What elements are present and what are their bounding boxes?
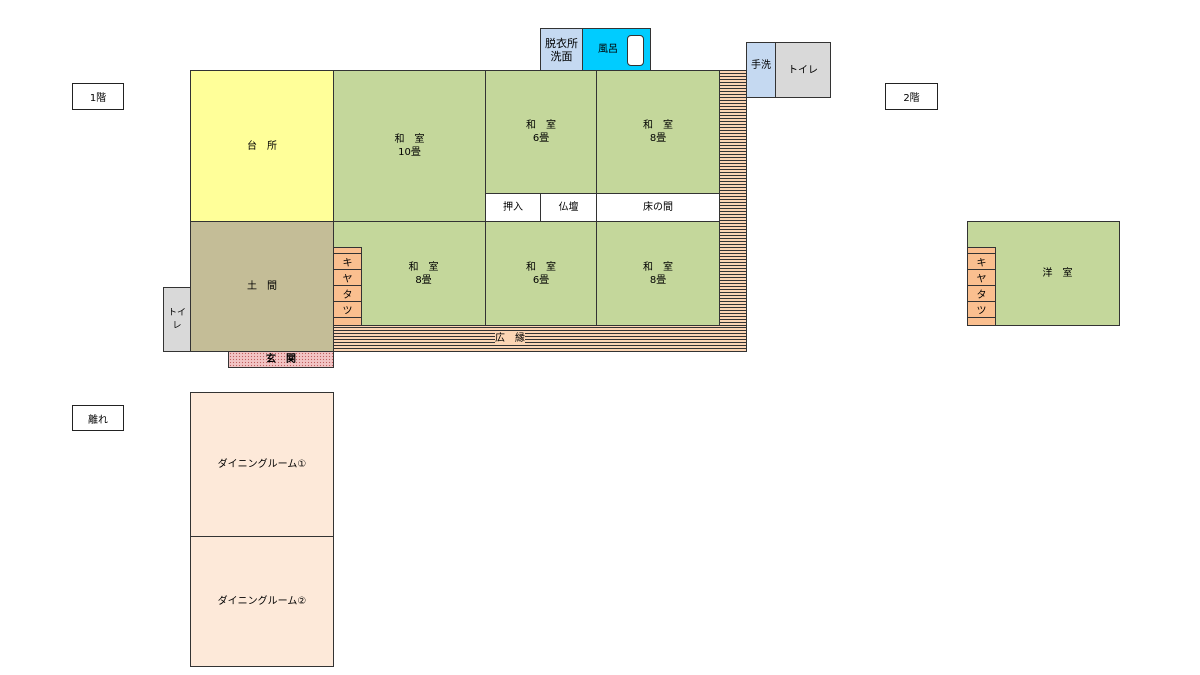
bath-label: 風呂 xyxy=(598,44,618,55)
room-name: 和 室 xyxy=(394,134,425,145)
room-washitsu-8-top: 和 室 8畳 xyxy=(596,70,720,194)
room-name: 和 室 xyxy=(526,261,556,273)
floor-label-2f: 2階 xyxy=(885,83,938,110)
stair-step: ヤ xyxy=(968,270,995,286)
room-youshitsu: 洋 室 xyxy=(967,221,1120,326)
room-size: 6畳 xyxy=(532,133,550,144)
floor-label-1f: 1階 xyxy=(72,83,124,110)
stair-step: タ xyxy=(334,286,361,302)
room-size: 10畳 xyxy=(398,147,421,158)
stair-step: ツ xyxy=(968,302,995,318)
stair-step xyxy=(334,248,361,254)
veranda-right xyxy=(719,70,747,326)
stair-step xyxy=(968,318,995,326)
bathtub-icon xyxy=(627,35,644,66)
room-kitchen: 台 所 xyxy=(190,70,334,222)
stair-step: ヤ xyxy=(334,270,361,286)
room-size: 8畳 xyxy=(649,274,667,286)
room-size: 8畳 xyxy=(415,274,432,286)
room-tearai: 手洗 xyxy=(746,42,776,98)
room-toilet-right: トイレ xyxy=(775,42,831,98)
room-hiroen: 広 縁 xyxy=(333,325,747,352)
room-name: 和 室 xyxy=(643,261,673,273)
stair-step: ツ xyxy=(334,302,361,318)
room-doma: 土 間 xyxy=(190,221,334,352)
room-butsudan: 仏壇 xyxy=(540,193,597,222)
hiroen-label: 広 縁 xyxy=(495,332,525,345)
room-tokonoma: 床の間 xyxy=(596,193,720,222)
stairs-1f: キヤタツ xyxy=(333,247,362,326)
room-name: 和 室 xyxy=(526,120,556,131)
room-dining-1: ダイニングルーム① xyxy=(190,392,334,537)
room-genkan: 玄 関 xyxy=(228,351,334,368)
room-oshiire: 押入 xyxy=(485,193,541,222)
room-toilet-left: トイレ xyxy=(163,287,191,352)
room-dining-2: ダイニングルーム② xyxy=(190,536,334,667)
room-name: 和 室 xyxy=(643,120,673,131)
stair-step xyxy=(334,318,361,326)
stair-step: キ xyxy=(334,254,361,270)
room-datsuijo: 脱衣所 洗面 xyxy=(540,28,583,71)
room-washitsu-6-top: 和 室 6畳 xyxy=(485,70,597,194)
stair-step xyxy=(968,248,995,254)
floor-label-annex: 離れ xyxy=(72,405,124,431)
stair-step: タ xyxy=(968,286,995,302)
room-size: 6畳 xyxy=(532,274,550,286)
room-name: 和 室 xyxy=(408,261,439,273)
room-name: 洋 室 xyxy=(1042,268,1073,279)
stairs-2f: キヤタツ xyxy=(967,247,996,326)
stair-step: キ xyxy=(968,254,995,270)
room-washitsu-10: 和 室 10畳 xyxy=(333,70,486,222)
room-size: 8畳 xyxy=(649,133,667,144)
